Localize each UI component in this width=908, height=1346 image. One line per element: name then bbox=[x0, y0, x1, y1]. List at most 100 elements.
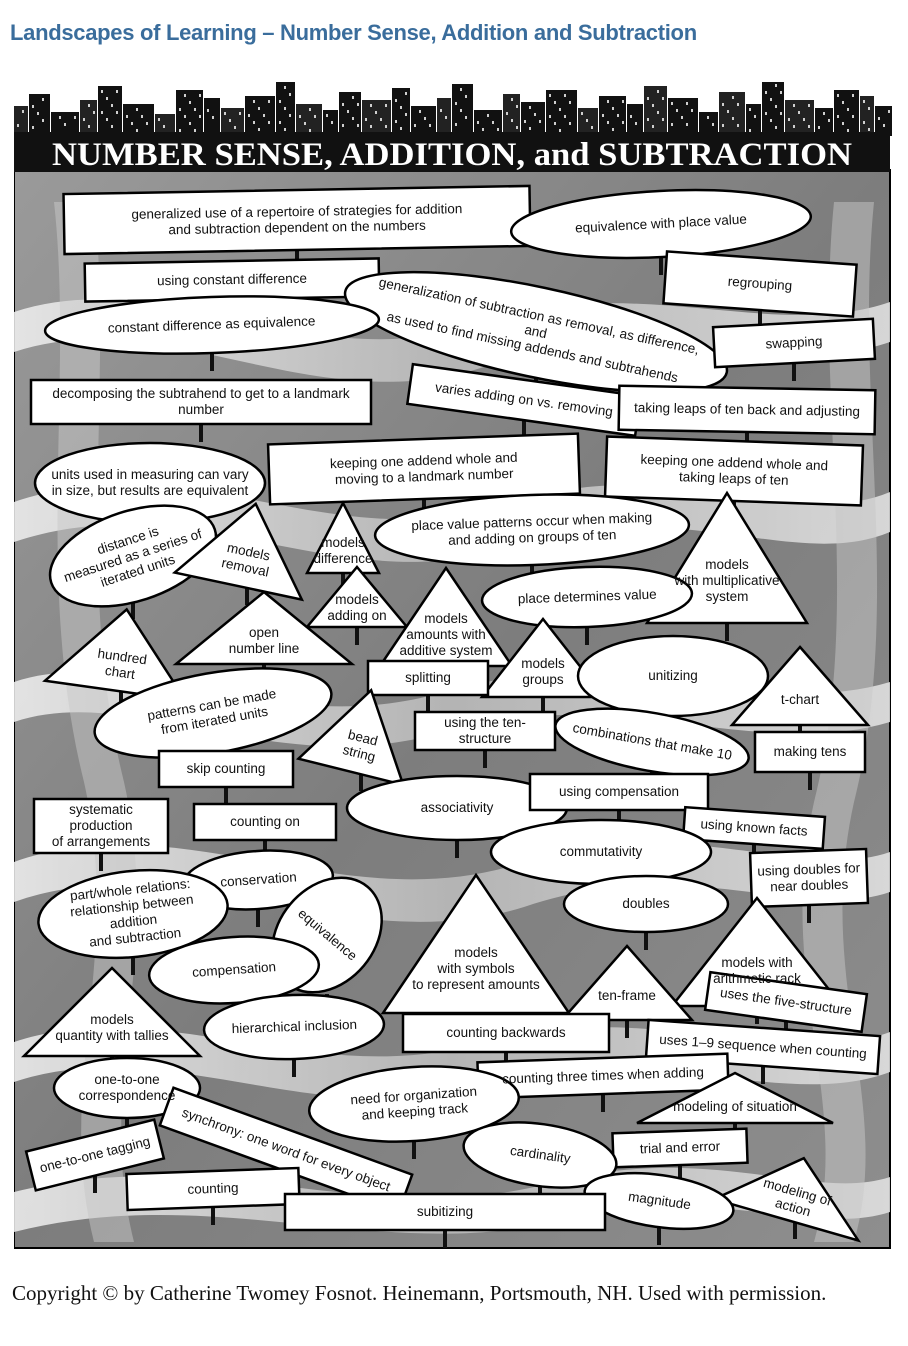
skyline-window bbox=[732, 96, 734, 99]
skyline-window bbox=[131, 122, 133, 125]
skyline-window bbox=[788, 118, 790, 121]
skyline-window bbox=[607, 100, 609, 103]
skyline-window bbox=[370, 125, 372, 128]
skyline-window bbox=[414, 124, 416, 127]
skyline-window bbox=[279, 100, 281, 103]
sign-post bbox=[793, 1217, 797, 1239]
skyline-window bbox=[686, 123, 688, 126]
skyline-window bbox=[284, 128, 286, 131]
skyline-window bbox=[189, 101, 191, 104]
skyline-window bbox=[212, 116, 214, 119]
skyline-window bbox=[662, 118, 664, 121]
skyline-window bbox=[37, 112, 39, 115]
sign-post bbox=[617, 806, 621, 828]
skyline-window bbox=[385, 125, 387, 128]
sign-post bbox=[745, 428, 749, 450]
skyline-window bbox=[146, 122, 148, 125]
sign-post bbox=[541, 693, 545, 715]
skyline-window bbox=[440, 109, 442, 112]
decomposing-subtrahend-rect bbox=[29, 378, 373, 426]
skyline-window bbox=[460, 109, 462, 112]
sign-post bbox=[292, 1055, 296, 1077]
city-skyline bbox=[14, 82, 892, 136]
hierarchical-inclusion-ellipse bbox=[202, 993, 386, 1061]
skyline-window bbox=[529, 106, 531, 109]
skyline-building bbox=[411, 106, 436, 136]
sign-post bbox=[625, 1016, 629, 1038]
skyline-window bbox=[487, 114, 489, 117]
skyline-window bbox=[184, 115, 186, 118]
skyline-window bbox=[342, 103, 344, 106]
sign-post bbox=[522, 416, 526, 438]
skyline-window bbox=[554, 101, 556, 104]
generalized-use-rect bbox=[62, 184, 532, 256]
systematic-production-rect bbox=[32, 797, 170, 855]
skyline-window bbox=[506, 112, 508, 115]
skyline-window bbox=[189, 122, 191, 125]
skyline-window bbox=[370, 104, 372, 107]
skyline-window bbox=[352, 117, 354, 120]
skyline-window bbox=[749, 129, 751, 132]
skyline-window bbox=[179, 108, 181, 111]
skyline-window bbox=[42, 119, 44, 122]
sign-post bbox=[125, 1114, 129, 1136]
models-tallies-triangle bbox=[20, 966, 204, 1058]
skyline-window bbox=[116, 111, 118, 114]
skyline-window bbox=[357, 103, 359, 106]
skyline-window bbox=[385, 104, 387, 107]
skyline-window bbox=[284, 107, 286, 110]
skyline-window bbox=[712, 123, 714, 126]
sign-post bbox=[644, 928, 648, 950]
keeping-addend-landmark-rect bbox=[266, 432, 582, 506]
regrouping-rect bbox=[662, 250, 858, 318]
distance-iterated-ellipse bbox=[48, 504, 218, 608]
skyline-window bbox=[184, 94, 186, 97]
sign-post bbox=[601, 1090, 605, 1112]
sign-post bbox=[355, 623, 359, 645]
skyline-window bbox=[647, 97, 649, 100]
models-adding-on-triangle bbox=[304, 565, 410, 629]
skyline-window bbox=[818, 126, 820, 129]
making-tens-rect bbox=[753, 730, 867, 774]
sign-post bbox=[422, 495, 426, 517]
skyline-window bbox=[83, 118, 85, 121]
sign-post bbox=[657, 1223, 661, 1245]
open-number-line-triangle bbox=[172, 590, 356, 666]
skyline-window bbox=[59, 116, 61, 119]
skyline-window bbox=[258, 107, 260, 110]
skyline-window bbox=[424, 117, 426, 120]
skyline-window bbox=[199, 94, 201, 97]
skyline-window bbox=[465, 95, 467, 98]
skyline-window bbox=[268, 100, 270, 103]
splitting-rect bbox=[366, 659, 490, 697]
skyline-window bbox=[765, 91, 767, 94]
skyline-window bbox=[136, 129, 138, 132]
skyline-window bbox=[263, 114, 265, 117]
skyline-window bbox=[842, 101, 844, 104]
skyline-window bbox=[111, 125, 113, 128]
sign-post bbox=[426, 691, 430, 713]
constant-difference-equivalence-ellipse bbox=[43, 295, 381, 355]
skyline-window bbox=[199, 115, 201, 118]
skyline-window bbox=[258, 128, 260, 131]
skyline-window bbox=[868, 107, 870, 110]
sign-post bbox=[341, 569, 345, 591]
skyline-window bbox=[352, 96, 354, 99]
equivalence-place-value-ellipse bbox=[509, 188, 813, 260]
skyline-window bbox=[754, 115, 756, 118]
trial-error-rect bbox=[611, 1127, 749, 1169]
skyline-window bbox=[194, 108, 196, 111]
landscape-poster: NUMBER SENSE, ADDITION, and SUBTRACTION … bbox=[14, 82, 892, 1250]
skyline-window bbox=[309, 129, 311, 132]
skyline-window bbox=[511, 119, 513, 122]
skyline-window bbox=[554, 122, 556, 125]
title-banner bbox=[14, 132, 890, 172]
skyline-window bbox=[657, 111, 659, 114]
sign-post bbox=[808, 768, 812, 790]
skyline-window bbox=[492, 121, 494, 124]
sign-post bbox=[752, 840, 756, 862]
skyline-window bbox=[141, 115, 143, 118]
skyline-window bbox=[823, 112, 825, 115]
skyline-window bbox=[803, 118, 805, 121]
skyline-window bbox=[106, 118, 108, 121]
